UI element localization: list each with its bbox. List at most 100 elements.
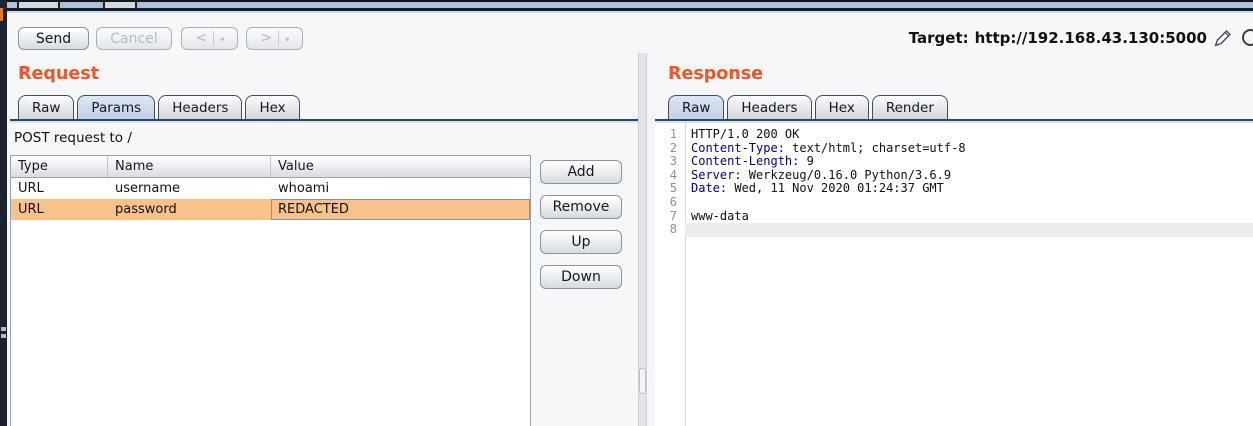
response-title: Response [668, 64, 764, 84]
line-content: www-data [685, 208, 1253, 224]
editor-line[interactable]: 6 [655, 194, 1253, 210]
request-title: Request [18, 64, 99, 84]
window-top-edge [0, 0, 1253, 2]
down-button[interactable]: Down [540, 265, 622, 289]
tab-hex[interactable]: Hex [814, 95, 869, 119]
edit-target-icon[interactable] [1212, 27, 1234, 49]
cell-name: username [115, 181, 180, 196]
panel-splitter[interactable] [638, 53, 647, 426]
next-request-button[interactable]: > ▾ [246, 27, 303, 50]
header-name-text: Content-Length: [691, 154, 800, 169]
left-edge-orange-mark [0, 8, 3, 21]
target-label: Target: [908, 29, 969, 47]
tab-raw[interactable]: Raw [668, 95, 725, 119]
line-number: 1 [669, 127, 677, 141]
app-tab-fragment[interactable] [103, 2, 137, 8]
line-content: Date: Wed, 11 Nov 2020 01:24:37 GMT [685, 182, 1253, 196]
table-row[interactable]: URL username whoami [11, 178, 530, 199]
line-number: 5 [669, 181, 677, 196]
app-tab-fragment[interactable] [17, 2, 60, 8]
next-arrow-glyph: > [260, 30, 273, 46]
editor-line[interactable]: 4 Server: Werkzeug/0.16.0 Python/3.6.9 [655, 167, 1253, 183]
gutter-separator [685, 123, 686, 426]
tab-render[interactable]: Render [871, 95, 948, 119]
header-name-text: Date: [691, 181, 728, 196]
help-icon[interactable] [1242, 29, 1253, 46]
response-lines: 1 HTTP/1.0 200 OK 2 Content-Type: text/html… [655, 127, 1253, 237]
line-content: Server: Werkzeug/0.16.0 Python/3.6.9 [685, 167, 1253, 183]
cell-value: whoami [278, 181, 330, 196]
line-number: 4 [669, 167, 677, 182]
target-line: Target: http://192.168.43.130:5000 [909, 29, 1207, 47]
button-divider [213, 31, 215, 46]
splitter-handle[interactable] [639, 368, 646, 394]
cell-type: URL [18, 181, 44, 196]
left-window-edge [0, 0, 7, 426]
button-divider [278, 31, 280, 46]
request-summary: POST request to / [14, 130, 132, 146]
chevron-down-icon[interactable]: ▾ [220, 34, 225, 44]
prev-request-button[interactable]: < ▾ [181, 27, 238, 50]
response-text: www-data [691, 208, 749, 223]
line-number: 6 [669, 194, 677, 209]
cell-value[interactable]: REDACTED [271, 199, 530, 220]
column-header-name[interactable]: Name [108, 156, 271, 177]
response-text: Werkzeug/0.16.0 Python/3.6.9 [741, 167, 952, 182]
line-number: 8 [669, 222, 677, 237]
editor-line[interactable]: 2 Content-Type: text/html; charset=utf-8 [655, 140, 1253, 156]
line-content [685, 196, 1253, 210]
column-header-value[interactable]: Value [278, 159, 314, 174]
remove-button[interactable]: Remove [540, 195, 622, 219]
editor-line[interactable]: 7 www-data [655, 208, 1253, 224]
window-top-edge-highlight [0, 11, 1253, 13]
tab-params[interactable]: Params [77, 95, 156, 119]
tab-underline [655, 119, 1253, 121]
table-row[interactable]: URL password REDACTED [11, 199, 530, 220]
up-button[interactable]: Up [540, 230, 622, 254]
left-edge-dash [1, 327, 6, 331]
editor-line[interactable]: 1 HTTP/1.0 200 OK [655, 127, 1253, 142]
tab-headers[interactable]: Headers [727, 95, 812, 119]
editor-line[interactable]: 8 [655, 223, 1253, 237]
prev-arrow-glyph: < [195, 30, 208, 46]
response-text: HTTP/1.0 200 OK [691, 127, 800, 141]
line-number: 3 [669, 154, 677, 169]
cell-type: URL [18, 202, 44, 217]
tab-headers[interactable]: Headers [158, 95, 243, 119]
cancel-button[interactable]: Cancel [96, 27, 172, 50]
response-text: 9 [799, 154, 814, 169]
tab-hex[interactable]: Hex [245, 95, 300, 119]
line-content: Content-Length: 9 [685, 154, 1253, 169]
tab-underline-highlight [10, 121, 638, 123]
add-button[interactable]: Add [540, 160, 622, 184]
cell-name: password [115, 202, 177, 217]
editor-line[interactable]: 3 Content-Length: 9 [655, 154, 1253, 169]
response-text: Wed, 11 Nov 2020 01:24:37 GMT [727, 181, 944, 196]
editor-line[interactable]: 5 Date: Wed, 11 Nov 2020 01:24:37 GMT [655, 182, 1253, 196]
column-header-type[interactable]: Type [11, 156, 108, 177]
send-button[interactable]: Send [18, 27, 89, 50]
line-content: HTTP/1.0 200 OK [685, 127, 1253, 142]
tab-underline [10, 119, 638, 121]
line-content [685, 223, 1253, 237]
target-url: http://192.168.43.130:5000 [974, 29, 1207, 47]
response-editor[interactable]: 1 HTTP/1.0 200 OK 2 Content-Type: text/html… [655, 123, 1253, 426]
tab-underline-highlight [655, 121, 1253, 123]
header-name-text: Content-Type: [691, 140, 785, 155]
line-number: 2 [669, 140, 677, 155]
app-tab-strip [0, 2, 1253, 8]
chevron-down-icon[interactable]: ▾ [285, 34, 290, 44]
tab-raw[interactable]: Raw [18, 95, 75, 119]
window-top-edge-line [0, 8, 1253, 11]
left-edge-dash [1, 334, 6, 338]
line-number: 7 [669, 208, 677, 223]
line-content: Content-Type: text/html; charset=utf-8 [685, 140, 1253, 156]
